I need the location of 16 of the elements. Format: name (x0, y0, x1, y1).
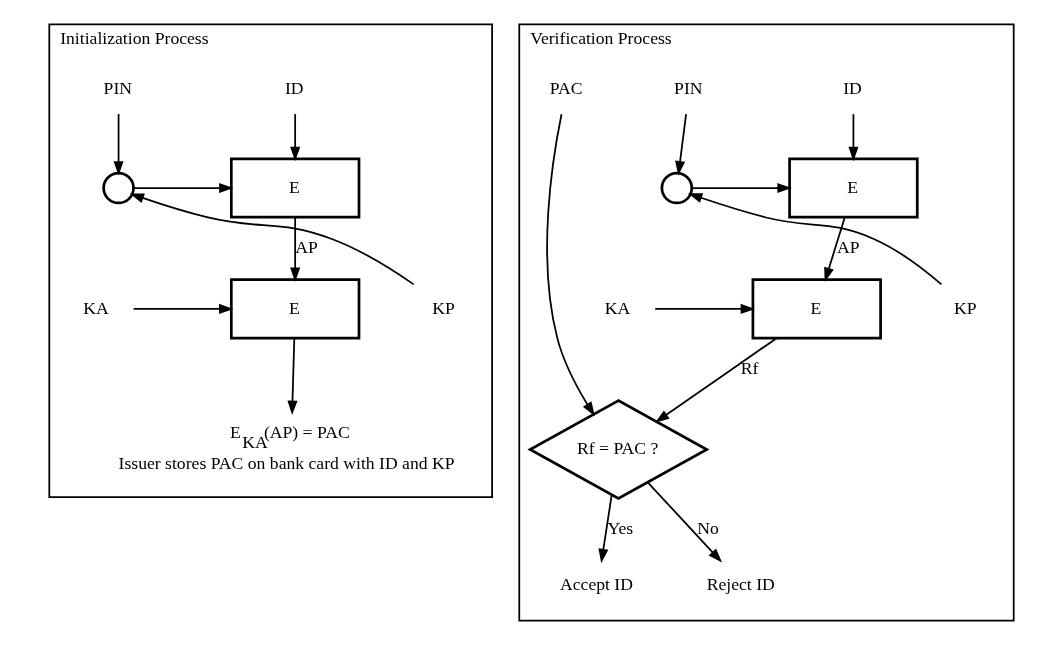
node-text: Reject ID (706, 573, 775, 594)
edge-label: No (697, 518, 719, 539)
node-text: Accept ID (560, 573, 634, 594)
node-text: KA (604, 297, 631, 318)
node-text: PIN (674, 78, 703, 99)
node-text: PIN (103, 78, 133, 99)
edge-label: Rf (740, 357, 759, 378)
edge-label: AP (295, 237, 318, 258)
edge-label: AP (837, 237, 860, 258)
node-text: KP (432, 297, 455, 318)
node-text: ID (284, 78, 304, 99)
node-text: KP (953, 297, 977, 318)
node-text: KA (83, 297, 109, 318)
edge-label: Yes (607, 518, 634, 539)
node-text: PAC (549, 78, 583, 99)
node-text: ID (843, 78, 862, 99)
